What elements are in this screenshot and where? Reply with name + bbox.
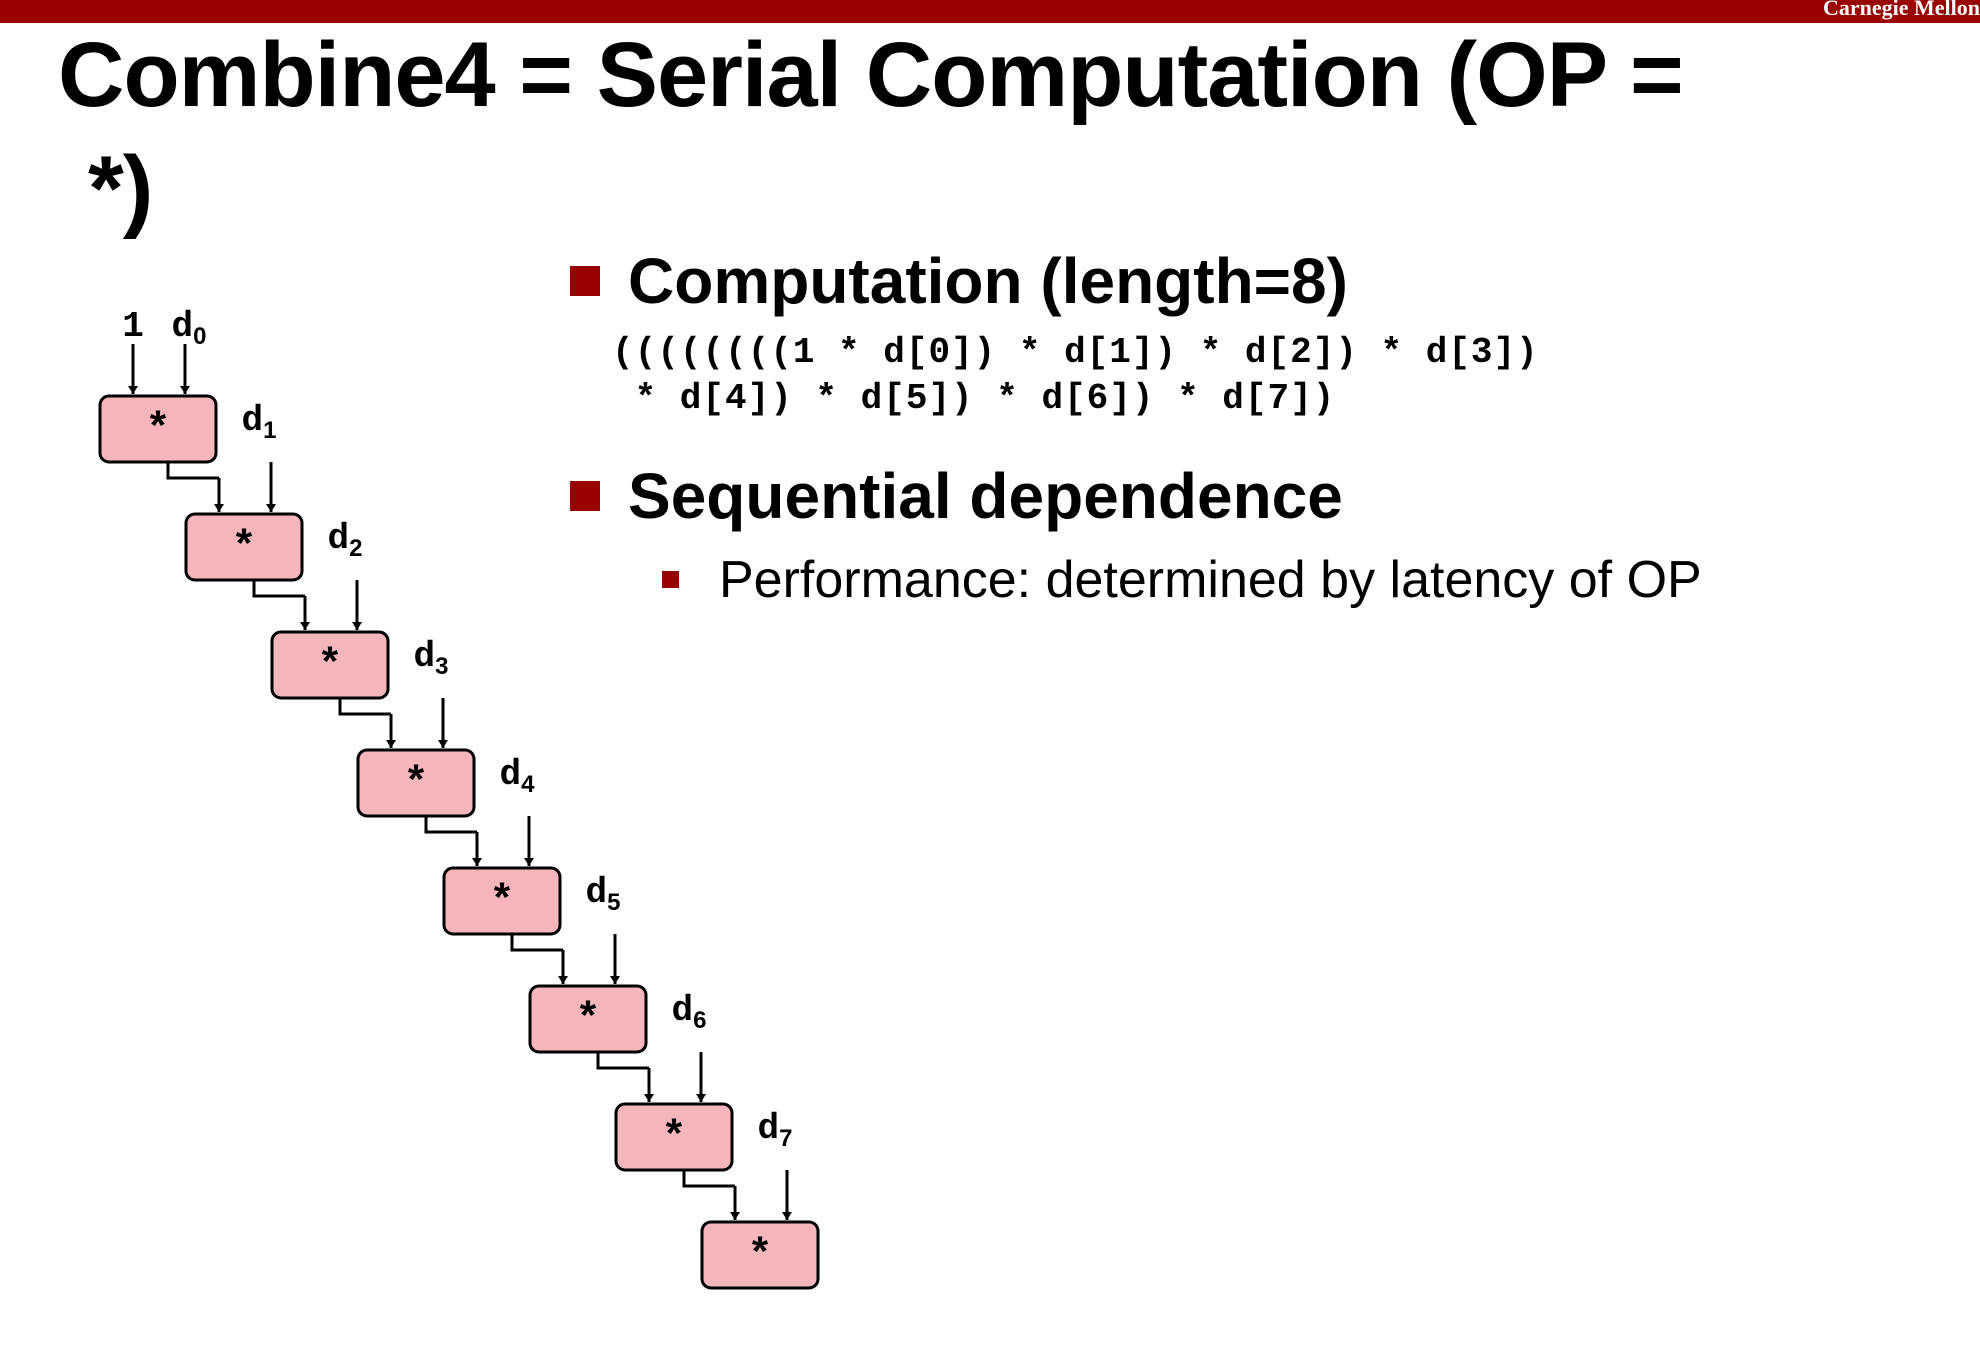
multiply-operator-label: * (403, 760, 428, 808)
multiply-operator-label: * (489, 878, 514, 926)
multiply-node (356, 748, 476, 818)
input-label-d2: d2 (328, 518, 363, 562)
multiply-operator-label: * (317, 642, 342, 690)
sub-bullet-text: Performance: determined by latency of OP (719, 551, 1702, 609)
bullet-text: Sequential dependence (628, 460, 1343, 532)
multiply-node (98, 394, 218, 464)
chain-connector (596, 1052, 649, 1070)
input-subscript: 0 (193, 323, 206, 350)
title-line-2: *) (88, 138, 153, 240)
small-square-bullet-icon (662, 570, 679, 588)
multiply-operator-label: * (575, 996, 600, 1044)
multiply-node (614, 1102, 734, 1172)
multiply-operator-label: * (231, 524, 256, 572)
multiply-operator-label: * (747, 1232, 772, 1280)
input-subscript: 6 (693, 1007, 706, 1034)
input-subscript: 7 (779, 1125, 792, 1152)
bullet-text: Computation (length=8) (628, 245, 1348, 317)
top-bar: Carnegie Mellon (0, 0, 1980, 23)
multiply-operator-label: * (661, 1114, 686, 1162)
input-label-d5: d5 (586, 872, 621, 916)
input-label-d7: d7 (758, 1108, 793, 1152)
code-line-1: ((((((((1 * d[0]) * d[1]) * d[2]) * d[3]… (612, 332, 1539, 373)
input-subscript: 1 (263, 417, 276, 444)
input-label-d3: d3 (414, 636, 449, 680)
sub-bullet-performance: Performance: determined by latency of OP (662, 548, 1702, 612)
input-subscript: 5 (607, 889, 620, 916)
chain-connector (252, 580, 305, 598)
bullet-sequential-dependence: Sequential dependence (570, 461, 1343, 531)
input-subscript: 2 (349, 535, 362, 562)
chain-connector (510, 934, 563, 952)
chain-connector (338, 698, 391, 716)
square-bullet-icon (570, 266, 600, 297)
slide-title: Combine4 = Serial Computation (OP = *) (58, 18, 1938, 246)
code-line-2: * d[4]) * d[5]) * d[6]) * d[7]) (612, 378, 1336, 419)
input-subscript: 3 (435, 653, 448, 680)
input-label-d4: d4 (500, 754, 536, 798)
input-label-d0: d0 (172, 306, 207, 350)
brand-name: Carnegie Mellon (1822, 0, 1980, 20)
multiply-node (700, 1220, 820, 1290)
title-line-1: Combine4 = Serial Computation (OP = (58, 24, 1684, 126)
multiply-node (528, 984, 648, 1054)
bullet-computation: Computation (length=8) (570, 246, 1348, 316)
input-label-d6: d6 (672, 990, 707, 1034)
code-expression: ((((((((1 * d[0]) * d[1]) * d[2]) * d[3]… (612, 330, 1539, 422)
initial-value-label: 1 (122, 306, 144, 347)
multiply-node (270, 630, 390, 700)
input-label-d1: d1 (242, 400, 277, 444)
multiply-operator-label: * (145, 406, 170, 454)
chain-connector (424, 816, 477, 834)
multiply-node (442, 866, 562, 936)
chain-connector (166, 462, 219, 480)
square-bullet-icon (570, 481, 600, 512)
chain-connector (682, 1170, 735, 1188)
input-subscript: 4 (521, 771, 535, 798)
multiply-node (184, 512, 304, 582)
